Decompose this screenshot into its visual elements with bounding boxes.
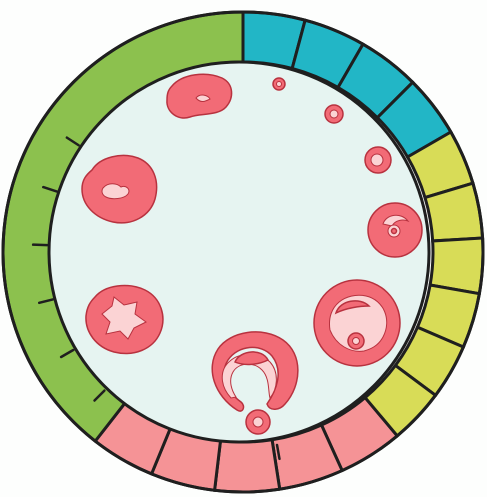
ovary-disc xyxy=(49,62,429,442)
menstrual-phase-segment xyxy=(215,440,280,492)
primary-follicle xyxy=(325,105,343,123)
corpus-albicans-cleft xyxy=(196,95,210,102)
regressing-corpus-luteum xyxy=(86,286,163,354)
antral-follicle xyxy=(314,280,400,366)
corpus-luteum-core xyxy=(102,184,129,199)
released-oocyte xyxy=(246,410,270,434)
secondary-follicle xyxy=(365,147,391,173)
primordial-follicle xyxy=(273,78,285,90)
early-antral-follicle xyxy=(368,203,422,257)
